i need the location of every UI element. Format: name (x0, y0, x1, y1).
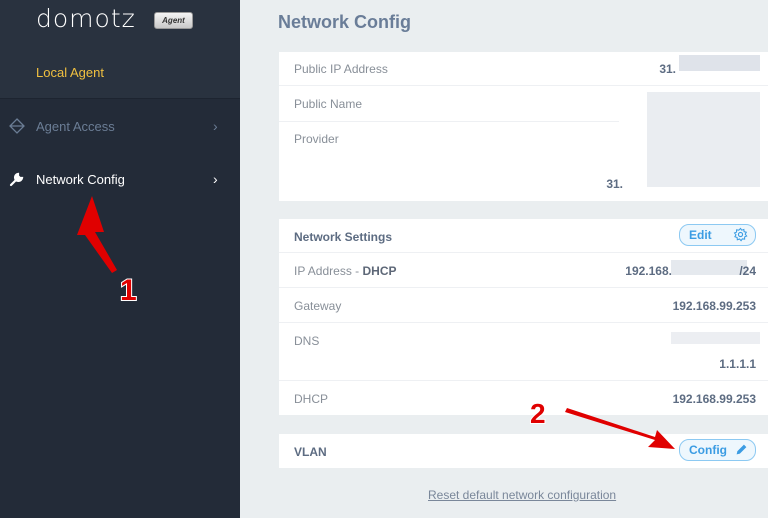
step-1-label: 1 (120, 274, 137, 307)
network-settings-card: Network Settings Edit IP Address - DHCP … (279, 219, 768, 415)
row-provider: Provider (279, 121, 619, 201)
row-gateway: Gateway 192.168.99.253 (279, 289, 768, 323)
label: DNS (294, 334, 320, 348)
row-dhcp: DHCP 192.168.99.253 (279, 382, 768, 415)
label: Provider (294, 132, 339, 146)
public-ip-value: 31. (659, 62, 676, 76)
ip-value-prefix: 192.168. (625, 264, 672, 278)
ip-value-suffix: /24 (739, 264, 756, 278)
gateway-value: 192.168.99.253 (672, 299, 756, 313)
sidebar-header: domotz Agent Local Agent (0, 0, 240, 99)
agent-badge: Agent (154, 12, 193, 29)
config-label: Config (689, 443, 727, 457)
sidebar-item-network-config[interactable]: Network Config › (0, 159, 240, 199)
vlan-card: VLAN Config (279, 434, 768, 468)
dhcp-value: 192.168.99.253 (672, 392, 756, 406)
public-info-card: Public IP Address 31. Public Name Provid… (279, 52, 768, 201)
main-content: Network Config (240, 0, 768, 518)
redacted-block (647, 92, 760, 187)
provider-value: 31. (606, 177, 623, 191)
arrow-1-icon (77, 196, 117, 273)
domotz-logo: domotz (36, 4, 136, 33)
edit-label: Edit (689, 228, 712, 242)
section-title: Network Settings (294, 230, 393, 244)
row-ip-address: IP Address - DHCP 192.168. /24 (279, 254, 768, 288)
label: Public Name (294, 97, 363, 111)
sidebar: domotz Agent Local Agent Agent Access › … (0, 0, 240, 518)
wrench-icon (9, 171, 25, 187)
redacted-block (671, 332, 760, 344)
edit-button[interactable]: Edit (679, 224, 756, 246)
gear-icon (733, 227, 748, 245)
row-dns: DNS 1.1.1.1 (279, 324, 768, 381)
arrow-2-icon (565, 408, 675, 449)
sidebar-item-label: Agent Access (36, 118, 115, 134)
vlan-config-button[interactable]: Config (679, 439, 756, 461)
chevron-right-icon: › (213, 118, 218, 134)
dns-value: 1.1.1.1 (719, 357, 756, 371)
label: Public IP Address (294, 62, 388, 76)
network-settings-header: Network Settings Edit (279, 219, 768, 253)
agent-name[interactable]: Local Agent (36, 65, 104, 80)
redacted-block (671, 260, 747, 275)
chevron-right-icon: › (213, 171, 218, 187)
sidebar-item-label: Network Config (36, 171, 125, 187)
label: Gateway (294, 299, 342, 313)
reset-network-config-link[interactable]: Reset default network configuration (428, 488, 617, 502)
vlan-label: VLAN (294, 445, 327, 459)
label: IP Address - DHCP (294, 264, 397, 278)
row-public-name: Public Name (279, 87, 768, 121)
row-public-ip: Public IP Address 31. (279, 52, 768, 86)
label: DHCP (294, 392, 329, 406)
pencil-icon (735, 443, 748, 459)
diamond-icon (9, 118, 25, 134)
sidebar-item-agent-access[interactable]: Agent Access › (0, 106, 240, 146)
page-title: Network Config (278, 12, 411, 32)
step-2-label: 2 (530, 398, 546, 429)
redacted-block (679, 55, 760, 71)
